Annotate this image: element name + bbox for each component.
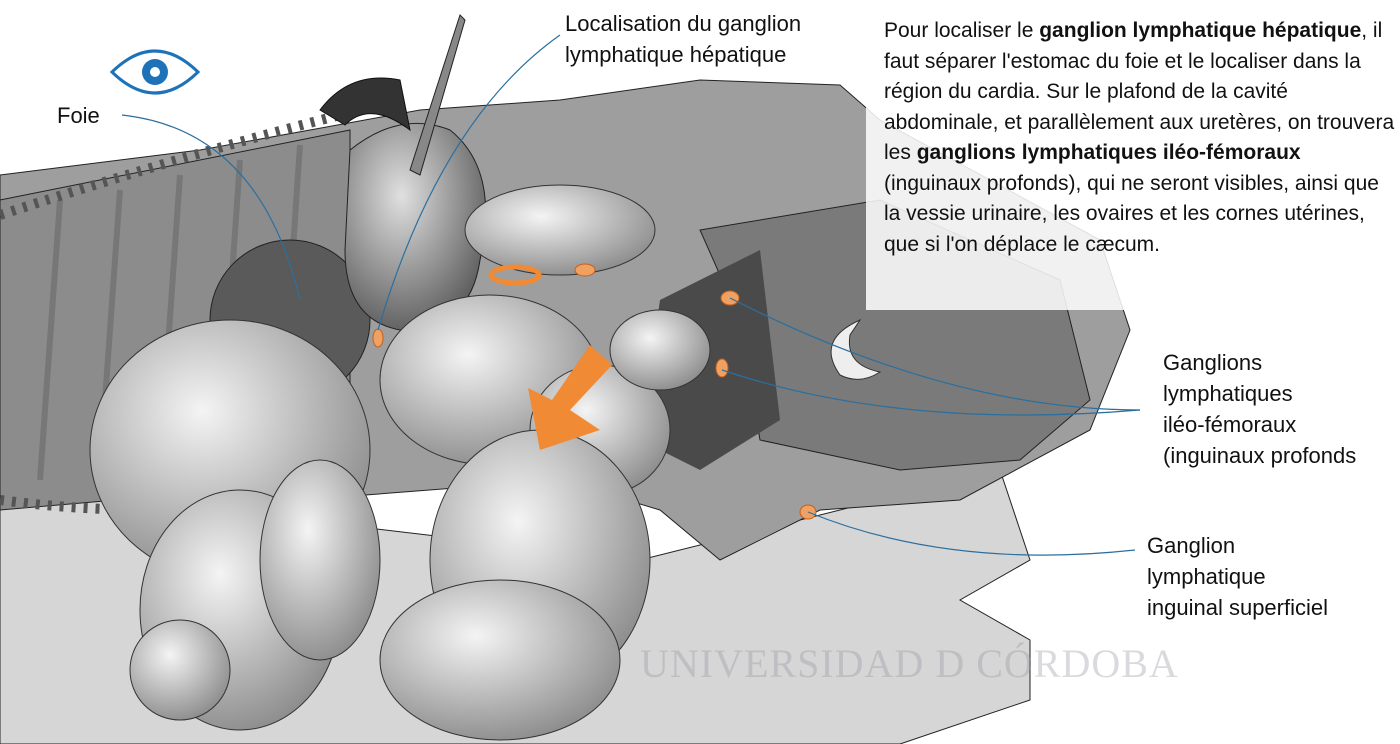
label-liver: Foie (57, 103, 100, 128)
label-line: Localisation du ganglion (565, 11, 802, 36)
label-line: lymphatique (1147, 564, 1266, 589)
bold-term: ganglion lymphatique hépatique (1039, 19, 1362, 42)
text: (inguinaux profonds), qui ne seront visi… (884, 171, 1379, 256)
label-iliofemoral-nodes: Ganglions lymphatiques iléo-fémoraux (in… (1163, 347, 1356, 471)
intestines (89, 184, 711, 741)
leader-lines (121, 34, 1141, 556)
watermark: UNIVERSIDAD D CÓRDOBA (640, 641, 1179, 686)
label-line: lymphatiques (1163, 381, 1293, 406)
label-inguinal-node: Ganglion lymphatique inguinal superficie… (1147, 530, 1328, 623)
text: , il faut séparer l'estomac du foie et l… (884, 19, 1395, 164)
description-text: Pour localiser le ganglion lymphatique h… (866, 8, 1400, 310)
esophagus-hook (319, 77, 411, 132)
text: Pour localiser le (884, 19, 1040, 42)
label-line: iléo-fémoraux (1163, 412, 1297, 437)
label-line: Ganglions (1163, 350, 1263, 375)
label-line: inguinal superficiel (1147, 595, 1328, 620)
arrow-icon (528, 345, 612, 450)
label-line: (inguinaux profonds (1163, 443, 1357, 468)
forceps (409, 14, 466, 176)
label-line: lymphatique hépatique (565, 42, 787, 67)
lymph-nodes (372, 263, 817, 520)
caecum-crescent (830, 318, 882, 380)
label-line: Ganglion (1147, 533, 1236, 558)
bold-term: ganglions lymphatiques iléo-fémoraux (916, 141, 1301, 164)
label-hepatic-node: Localisation du ganglion lymphatique hép… (565, 8, 801, 70)
eye-icon (109, 49, 201, 95)
